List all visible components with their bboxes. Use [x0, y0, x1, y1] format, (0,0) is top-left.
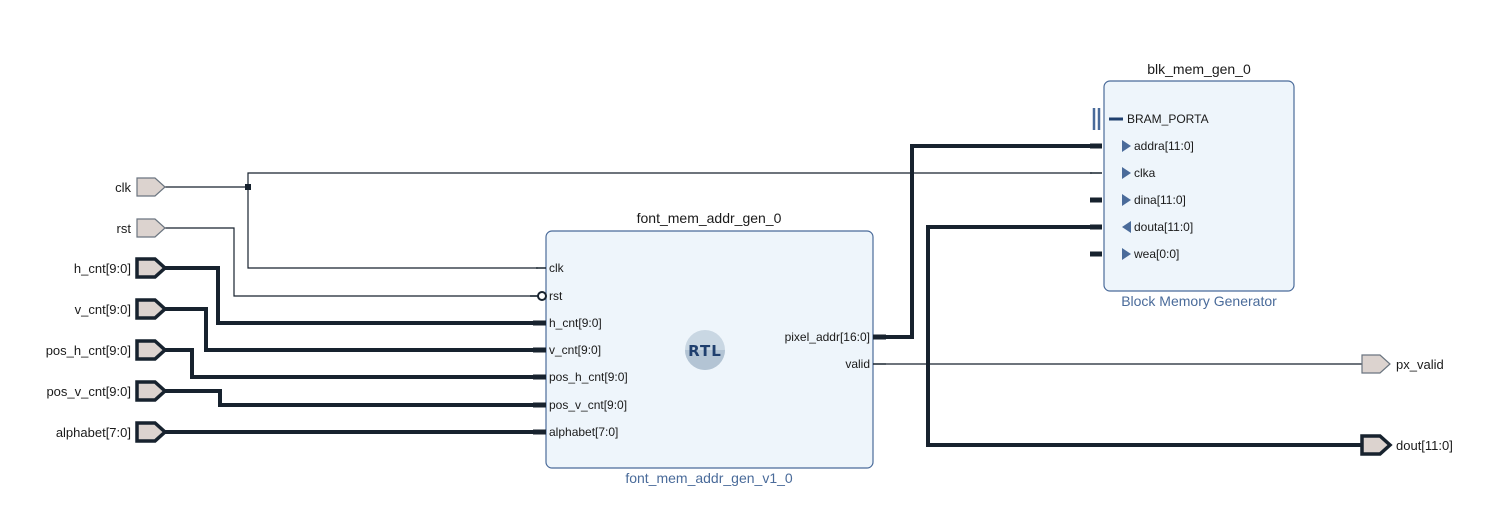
input-port-h-cnt[interactable]: h_cnt[9:0]	[74, 257, 168, 279]
output-port-px-valid-label: px_valid	[1396, 357, 1444, 372]
font-block-instance-name: font_mem_addr_gen_0	[637, 210, 782, 226]
bram-pin-clka-arrow-icon	[1122, 167, 1131, 179]
rtl-badge-label: RTL	[688, 342, 722, 360]
bram-block-body[interactable]	[1103, 80, 1295, 292]
bram-pin-dina-arrow-icon	[1122, 194, 1131, 206]
bram-pin-clka-label: clka	[1134, 166, 1156, 180]
input-port-pos-h-cnt[interactable]: pos_h_cnt[9:0]	[46, 339, 168, 361]
output-port-dout-label: dout[11:0]	[1396, 438, 1453, 453]
output-ports: px_valid dout[11:0]	[1360, 354, 1453, 456]
font-pin-v-cnt-label: v_cnt[9:0]	[549, 343, 601, 357]
input-port-v-cnt[interactable]: v_cnt[9:0]	[75, 298, 168, 320]
font-pin-clk-label: clk	[549, 261, 565, 275]
bram-interface-label[interactable]: BRAM_PORTA	[1127, 112, 1209, 126]
font-pin-rst-inverter-icon	[537, 291, 547, 301]
input-port-clk-label: clk	[115, 180, 131, 195]
wire-douta[interactable]	[926, 225, 1362, 447]
input-ports: clk rst h_cnt[9:0] v_cnt[9:0] pos_h_cnt[…	[46, 177, 168, 443]
input-port-rst[interactable]: rst	[117, 218, 166, 238]
output-port-dout-shape	[1360, 434, 1393, 456]
input-port-pos-v-cnt-shape	[135, 380, 168, 402]
input-port-alphabet-label: alphabet[7:0]	[56, 425, 131, 440]
font-pin-alphabet-label: alphabet[7:0]	[549, 425, 618, 439]
font-block-ip-name: font_mem_addr_gen_v1_0	[625, 470, 793, 486]
font-pin-pos-v-cnt-label: pos_v_cnt[9:0]	[549, 398, 627, 412]
wire-clk-to-clka[interactable]	[247, 172, 1092, 187]
input-port-alphabet-shape	[135, 421, 168, 443]
input-port-rst-label: rst	[117, 221, 132, 236]
wire-v-cnt[interactable]	[165, 307, 538, 352]
blk-mem-gen-block[interactable]: blk_mem_gen_0 Block Memory Generator BRA…	[1090, 61, 1295, 309]
font-mem-addr-gen-block[interactable]: font_mem_addr_gen_0 font_mem_addr_gen_v1…	[530, 210, 886, 486]
input-port-h-cnt-shape	[135, 257, 168, 279]
bram-pin-douta-arrow-icon	[1122, 221, 1131, 233]
input-port-clk[interactable]: clk	[115, 177, 166, 197]
font-pin-pixel-addr-label: pixel_addr[16:0]	[785, 330, 870, 344]
output-port-px-valid[interactable]: px_valid	[1361, 354, 1444, 374]
input-port-v-cnt-label: v_cnt[9:0]	[75, 302, 131, 317]
input-port-pos-h-cnt-shape	[135, 339, 168, 361]
input-port-h-cnt-label: h_cnt[9:0]	[74, 261, 131, 276]
wire-pos-h-cnt[interactable]	[165, 348, 538, 379]
font-pin-valid-label: valid	[845, 357, 870, 371]
input-port-pos-v-cnt[interactable]: pos_v_cnt[9:0]	[46, 380, 168, 402]
font-pin-pos-h-cnt-label: pos_h_cnt[9:0]	[549, 370, 628, 384]
bram-pin-addra-arrow-icon	[1122, 140, 1131, 152]
wire-pos-v-cnt[interactable]	[165, 389, 538, 407]
bram-pin-wea-label: wea[0:0]	[1133, 247, 1179, 261]
font-pin-rst-label: rst	[549, 289, 563, 303]
bram-pin-dina-label: dina[11:0]	[1134, 193, 1186, 207]
bram-pin-wea-arrow-icon	[1122, 248, 1131, 260]
input-port-v-cnt-shape	[135, 298, 168, 320]
output-port-px-valid-shape	[1361, 354, 1391, 374]
rtl-badge-icon: RTL	[685, 330, 725, 370]
font-pin-h-cnt-label: h_cnt[9:0]	[549, 316, 602, 330]
input-port-rst-shape	[136, 218, 166, 238]
bram-pin-douta-label: douta[11:0]	[1134, 220, 1193, 234]
input-port-pos-v-cnt-label: pos_v_cnt[9:0]	[46, 384, 131, 399]
input-port-alphabet[interactable]: alphabet[7:0]	[56, 421, 168, 443]
wire-pixel-addr[interactable]	[886, 144, 1092, 339]
wire-clk[interactable]	[165, 186, 538, 269]
wire-rst[interactable]	[165, 227, 538, 297]
bram-block-ip-name: Block Memory Generator	[1121, 293, 1277, 309]
input-port-pos-h-cnt-label: pos_h_cnt[9:0]	[46, 343, 131, 358]
bram-block-instance-name: blk_mem_gen_0	[1147, 61, 1251, 77]
wires	[165, 144, 1362, 447]
bram-pin-addra-label: addra[11:0]	[1134, 139, 1194, 153]
output-port-dout[interactable]: dout[11:0]	[1360, 434, 1453, 456]
wire-h-cnt[interactable]	[165, 266, 538, 325]
input-port-clk-shape	[136, 177, 166, 197]
wire-junction-dot	[245, 184, 251, 190]
